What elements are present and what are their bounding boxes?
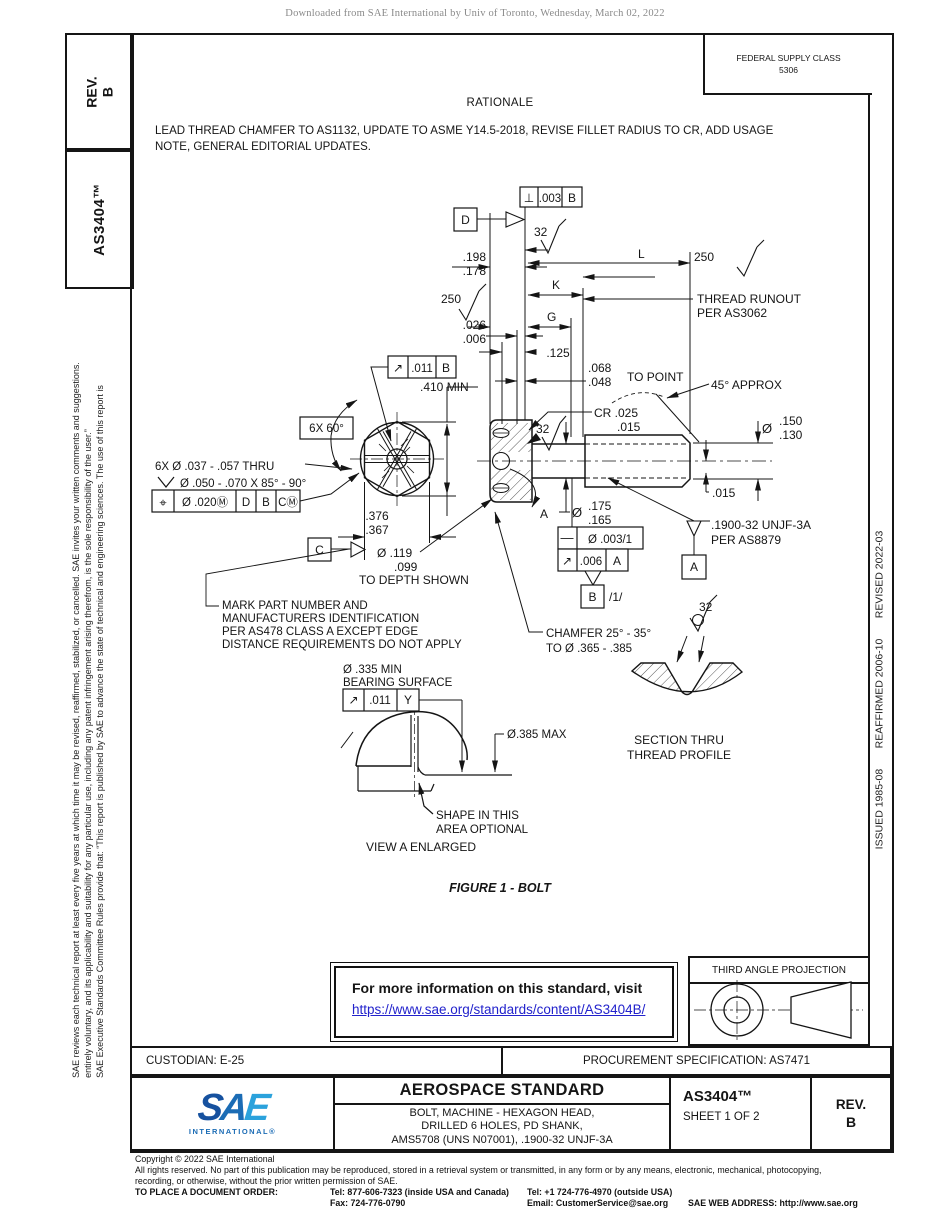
rev-label: REV. [83,75,100,108]
rev-cell-value: B [845,1114,857,1130]
standard-link[interactable]: https://www.sae.org/standards/content/AS… [352,1002,646,1017]
doc-title-line: DRILLED 6 HOLES, PD SHANK, [421,1120,583,1133]
rev-cell: REV. B [812,1078,890,1149]
disclaimer-line: SAE reviews each technical report at lea… [71,362,81,1078]
web-address: SAE WEB ADDRESS: http://www.sae.org [688,1198,858,1208]
frame-inner-rule [868,33,870,1046]
rationale-body: LEAD THREAD CHAMFER TO AS1132, UPDATE TO… [155,124,855,155]
third-angle-projection-box: THIRD ANGLE PROJECTION [688,956,870,1046]
fsc-label: FEDERAL SUPPLY CLASS [736,53,841,63]
rights-line: recording, or otherwise, without the pri… [135,1176,398,1186]
rationale-line: LEAD THREAD CHAMFER TO AS1132, UPDATE TO… [155,125,774,137]
doc-title-line: BOLT, MACHINE - HEXAGON HEAD, [409,1106,595,1119]
custodian-cell: CUSTODIAN: E-25 [132,1048,503,1074]
tel-inside: Tel: 877-606-7323 (inside USA and Canada… [330,1187,509,1197]
sae-logo-text: SAE [195,1087,270,1129]
rev-value: B [99,86,116,97]
rationale-line: NOTE, GENERAL EDITORIAL UPDATES. [155,140,371,153]
info-box: For more information on this standard, v… [330,962,678,1042]
download-banner: Downloaded from SAE International by Uni… [285,8,665,19]
rights-line: All rights reserved. No part of this pub… [135,1165,822,1175]
order-label: TO PLACE A DOCUMENT ORDER: [135,1187,278,1197]
rationale-title: RATIONALE [466,97,534,109]
disclaimer-line: entirely voluntary, and its applicabilit… [83,429,93,1078]
title-cell: AEROSPACE STANDARD BOLT, MACHINE - HEXAG… [335,1078,671,1149]
doc-number-vertical: AS3404™ [91,183,108,256]
procurement-cell: PROCUREMENT SPECIFICATION: AS7471 [582,1055,811,1067]
doc-number-cell: AS3404™ SHEET 1 OF 2 [671,1078,812,1149]
doc-title-line: AMS5708 (UNS N07001), .1900-32 UNJF-3A [391,1133,613,1146]
tel-outside: Tel: +1 724-776-4970 (outside USA) [527,1187,673,1197]
copyright-line: Copyright © 2022 SAE International [135,1154,275,1164]
sae-logo: SAE INTERNATIONAL® [132,1078,335,1149]
drawing-frame [130,33,894,1153]
disclaimer-line: SAE Executive Standards Committee Rules … [95,385,105,1078]
rev-cell-label: REV. [835,1097,867,1112]
doc-number: AS3404™ [683,1088,753,1105]
figure-caption: FIGURE 1 - BOLT [449,881,551,895]
sae-logo-subtext: INTERNATIONAL® [188,1127,277,1136]
custodian-row: CUSTODIAN: E-25 PROCUREMENT SPECIFICATIO… [130,1046,892,1076]
title-block: SAE INTERNATIONAL® AEROSPACE STANDARD BO… [130,1076,892,1151]
third-angle-projection-label: THIRD ANGLE PROJECTION [690,958,868,984]
federal-supply-class-box: FEDERAL SUPPLY CLASS 5306 [703,35,872,95]
rev-box: REV. B [65,33,134,150]
info-box-text: For more information on this standard, v… [352,980,643,996]
fsc-value: 5306 [779,65,798,75]
sheet-number: SHEET 1 OF 2 [683,1111,760,1123]
email: Email: CustomerService@sae.org [527,1198,669,1208]
doc-type: AEROSPACE STANDARD [335,1078,669,1105]
left-disclaimer: SAE reviews each technical report at lea… [70,290,106,1150]
doc-number-box: AS3404™ [65,150,134,289]
fax: Fax: 724-776-0790 [330,1198,406,1208]
